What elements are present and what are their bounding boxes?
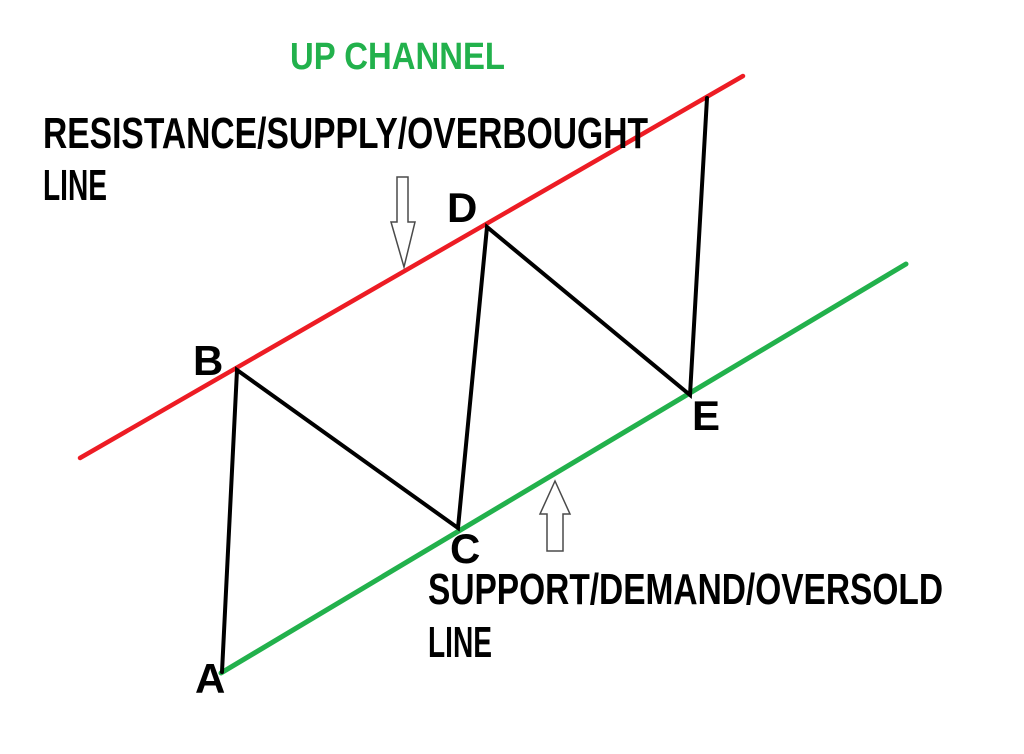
resistance-label-line2: LINE [43,161,107,210]
support-trendline [218,261,909,676]
support-label-line2: LINE [428,618,492,667]
price-zigzag-line [220,96,709,674]
point-label-e: E [692,392,720,439]
up-arrow-icon [538,479,572,552]
point-label-b: B [193,337,223,384]
down-arrow-icon [390,176,416,270]
point-label-c: C [450,525,480,572]
support-label-line1: SUPPORT/DEMAND/OVERSOLD [428,565,943,614]
diagram-title: UP CHANNEL [290,36,505,78]
point-label-d: D [447,184,477,231]
point-label-a: A [195,655,225,702]
resistance-trendline [77,73,746,461]
resistance-label-line1: RESISTANCE/SUPPLY/OVERBOUGHT [43,109,648,158]
